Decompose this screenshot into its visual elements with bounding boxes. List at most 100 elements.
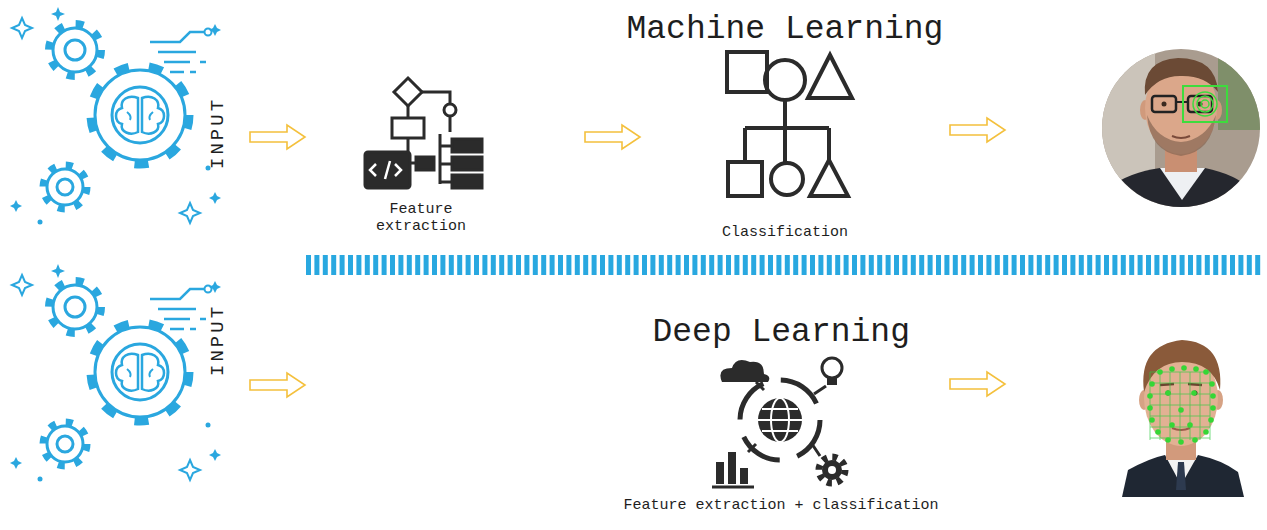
- network-icon: [720, 360, 769, 382]
- flowchart-icon: [452, 157, 482, 170]
- shapes-icon: [771, 163, 803, 195]
- face-photo: [1149, 417, 1155, 423]
- face-photo: [1191, 390, 1197, 396]
- face-photo: [1162, 102, 1167, 107]
- face-photo: [1183, 86, 1227, 122]
- face-photo: [1178, 439, 1184, 445]
- step-caption: Classification: [722, 224, 848, 241]
- face-photo: [1209, 381, 1215, 387]
- face-photo: [1147, 365, 1216, 445]
- flowchart-icon: [407, 138, 410, 152]
- shapes-icon: [728, 162, 762, 196]
- face-photo: [1150, 372, 1210, 440]
- flowchart-icon: [444, 104, 456, 116]
- network-icon: [822, 358, 842, 378]
- face-photo: [1192, 437, 1198, 443]
- face-photo: [1187, 422, 1193, 428]
- face-photo: [1208, 417, 1214, 423]
- face-photo: [1193, 366, 1199, 372]
- flow-arrow: [250, 125, 305, 149]
- face-photo: [1122, 340, 1244, 497]
- network-icon: [740, 468, 748, 484]
- face-photo: [1169, 422, 1175, 428]
- process-step: Feature extraction + classification: [313, 350, 943, 520]
- flowchart-icon: [365, 152, 410, 188]
- face-photo: [1210, 405, 1216, 411]
- network-icon: [827, 378, 837, 385]
- face-photo: [1100, 45, 1265, 215]
- flowchart-icon: [365, 78, 482, 188]
- face-photo: [1169, 366, 1175, 372]
- face-photo: [1160, 168, 1205, 200]
- face-photo: [1143, 340, 1220, 392]
- input-node: INPUT: [200, 290, 242, 400]
- shapes-icon: [808, 55, 852, 98]
- face-photo: [1181, 365, 1187, 371]
- flowchart-icon: [452, 139, 482, 152]
- face-photo: [1100, 168, 1265, 215]
- face-photo: [1165, 437, 1171, 443]
- face-photo: [1197, 96, 1213, 112]
- face-photo: [1203, 429, 1209, 435]
- shapes-icon: [810, 160, 848, 196]
- divider-bar: [306, 255, 1262, 275]
- shapes-icon: [727, 52, 852, 196]
- flowchart-icon: [394, 78, 422, 106]
- face-photo: [1193, 92, 1217, 116]
- face-photo: [1160, 384, 1202, 385]
- shapes-icon: [727, 52, 767, 92]
- section-heading: Deep Learning: [653, 314, 910, 352]
- flowchart-icon: [452, 175, 482, 188]
- section-heading: Machine Learning: [627, 11, 944, 49]
- flowchart-icon: [370, 161, 401, 179]
- ai-gear-icon: [10, 7, 221, 225]
- network-icon: [758, 398, 802, 442]
- flowchart-icon: [392, 118, 424, 138]
- process-step: Feature extraction: [313, 60, 577, 245]
- face-photo: [1203, 369, 1209, 375]
- network-icon: [819, 457, 845, 483]
- network-icon: [728, 452, 736, 484]
- network-icon: [814, 386, 826, 394]
- network-icon: [758, 409, 802, 431]
- ai-gear-icon: [10, 264, 221, 482]
- face-photo: [1176, 462, 1186, 490]
- flow-arrow: [585, 125, 640, 149]
- face-photo: [1178, 407, 1184, 413]
- input-label: INPUT: [208, 97, 230, 169]
- step-caption: Feature extraction + classification: [624, 497, 939, 514]
- face-photo: [1188, 96, 1212, 112]
- shapes-icon: [745, 100, 829, 162]
- process-step: Classification: [648, 45, 908, 245]
- face-photo: [1100, 45, 1265, 215]
- face-photo: [1201, 100, 1209, 108]
- face-photo: [1147, 393, 1153, 399]
- step-caption: Feature extraction: [365, 201, 477, 236]
- network-icon: [740, 380, 820, 460]
- input-node: INPUT: [200, 85, 242, 185]
- output-arrow: [950, 118, 1005, 142]
- flowchart-icon: [416, 157, 434, 170]
- face-photo: [1210, 393, 1216, 399]
- face-photo: [1172, 136, 1190, 138]
- network-icon: [822, 460, 842, 480]
- network-icon: [756, 382, 764, 390]
- face-photo: [1166, 391, 1171, 396]
- network-icon: [712, 486, 754, 489]
- flow-arrow: [250, 373, 305, 397]
- face-photo: [1165, 390, 1171, 396]
- input-label: INPUT: [208, 304, 230, 376]
- network-icon: [712, 358, 845, 487]
- flowchart-icon: [422, 92, 450, 104]
- face-photo: [1152, 96, 1176, 112]
- shapes-icon: [765, 60, 805, 100]
- network-icon: [828, 466, 836, 474]
- flowchart-icon: [407, 106, 410, 118]
- network-icon: [748, 444, 820, 456]
- output-arrow: [950, 372, 1005, 396]
- face-photo: [1122, 455, 1244, 497]
